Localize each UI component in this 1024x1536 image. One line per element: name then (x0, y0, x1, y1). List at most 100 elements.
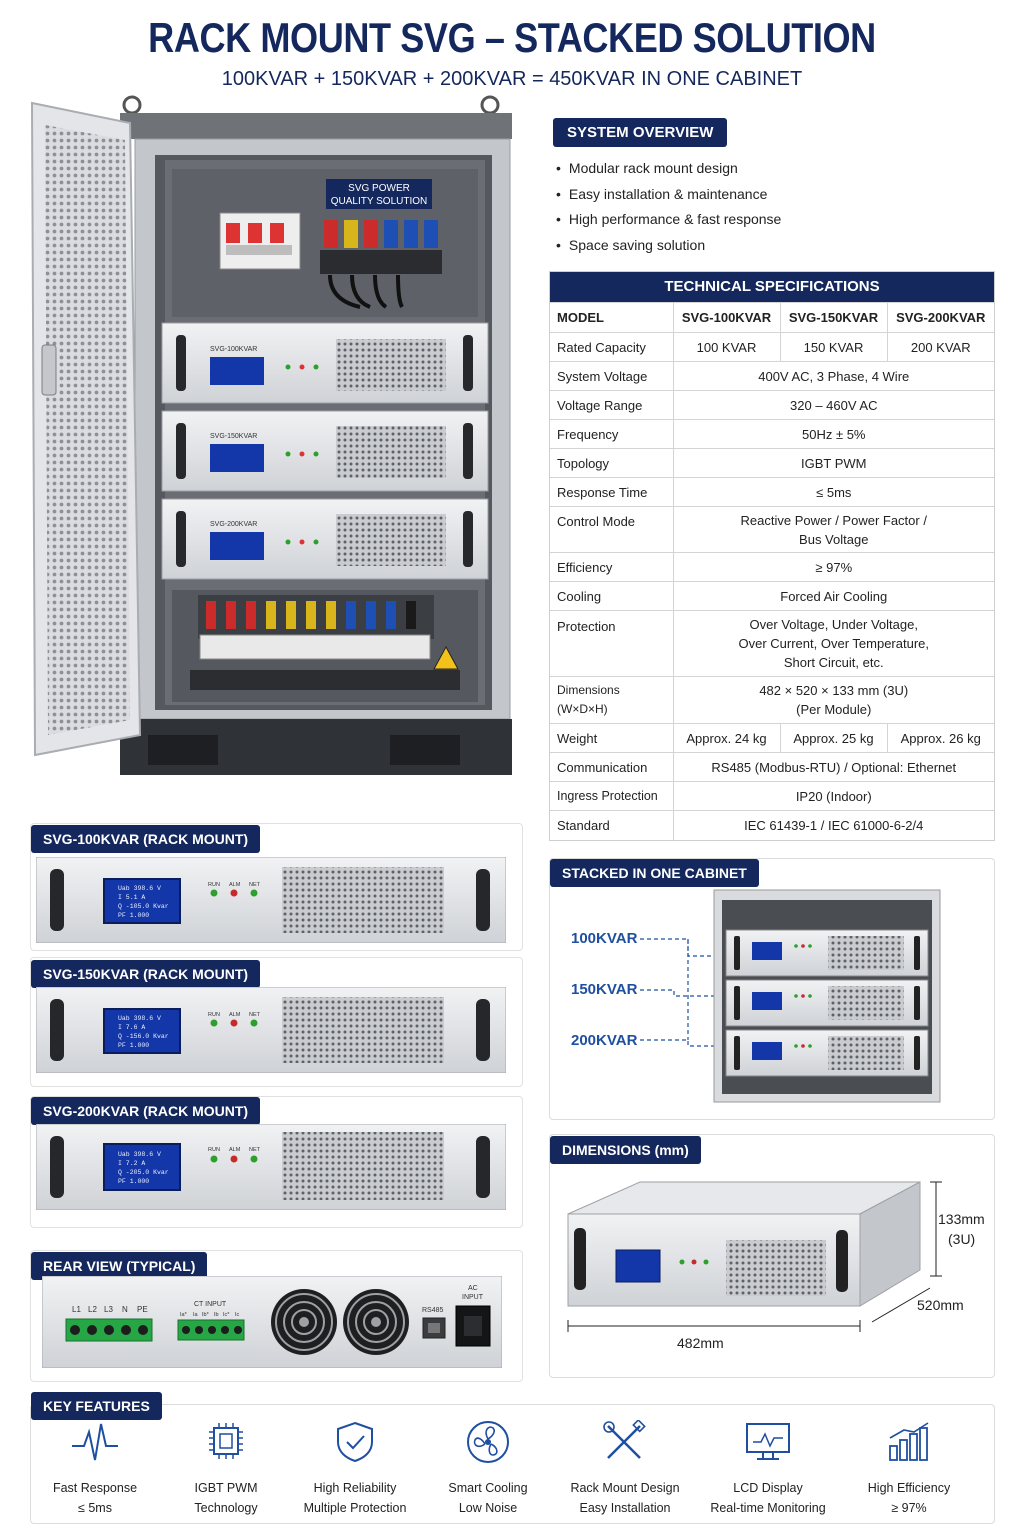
lcd-display (103, 1008, 181, 1054)
module-150-tag: SVG-150KVAR (RACK MOUNT) (31, 960, 261, 988)
terminal-label: PE (137, 1305, 148, 1314)
spec-value: IGBT PWM (672, 448, 994, 478)
lcd-line: I 7.6 A (118, 1024, 145, 1031)
tools-icon (603, 1420, 646, 1459)
svg-text:SVG-200KVAR: SVG-200KVAR (210, 521, 257, 528)
spec-value-line: 482 × 520 × 133 mm (3U) (759, 683, 909, 698)
spec-value: 482 × 520 × 133 mm (3U) (Per Module) (672, 676, 994, 724)
stacked-module (725, 929, 929, 977)
spec-header-cell: SVG-200KVAR (886, 302, 994, 333)
spec-value-line: Bus Voltage (799, 531, 869, 547)
net-led (250, 1019, 258, 1027)
lcd-line: Uab 398.6 V (118, 885, 161, 892)
feature-title: Fast Response (52, 1481, 138, 1495)
overview-item: High performance & fast response (556, 207, 781, 233)
led-label: ALM (229, 882, 241, 888)
led-label: ALM (229, 1012, 241, 1018)
height-dimension: 133mm (938, 1211, 985, 1227)
spec-label: Response Time (550, 477, 673, 507)
terminal-label: L2 (88, 1305, 97, 1314)
dimension-drawing (567, 1181, 942, 1332)
spec-header-cell: SVG-100KVAR (672, 302, 780, 333)
vent-grille (282, 867, 444, 933)
stacked-module (725, 979, 929, 1027)
spec-value: Forced Air Cooling (672, 581, 994, 611)
led-label: NET (249, 1147, 261, 1153)
vent-grille (282, 1132, 444, 1200)
led-label: NET (249, 1012, 261, 1018)
module-panel-150 (30, 957, 523, 1087)
stacked-module (725, 1029, 929, 1077)
svg-text:Ic: Ic (235, 1312, 240, 1318)
width-dimension: 482mm (677, 1335, 724, 1351)
feature-rack-design: Rack Mount Design Easy Installation (555, 1420, 695, 1518)
spec-label: Efficiency (550, 552, 673, 582)
feature-title: Rack Mount Design (570, 1481, 680, 1495)
handle (50, 869, 64, 931)
spec-value: Reactive Power / Power Factor / Bus Volt… (672, 506, 994, 553)
brand-badge-line1: SVG POWER (348, 183, 410, 194)
svg-text:Ic*: Ic* (223, 1312, 230, 1318)
spec-value-line: Reactive Power / Power Factor / (740, 512, 927, 528)
page-title: RACK MOUNT SVG – STACKED SOLUTION (148, 14, 876, 61)
feature-subtitle: Easy Installation (579, 1501, 671, 1515)
spec-value: 100 KVAR (672, 332, 780, 362)
overview-item: Easy installation & maintenance (556, 182, 781, 208)
stack-label-200: 200KVAR (571, 1032, 638, 1049)
rear-view-panel (30, 1250, 523, 1382)
rs485-label: RS485 (422, 1307, 444, 1314)
cabinet-module-3: SVG-200KVAR (161, 498, 489, 580)
module-panel-200 (30, 1096, 523, 1228)
feature-cooling: Smart Cooling Low Noise (418, 1420, 558, 1518)
svg-text:SVG-100KVAR: SVG-100KVAR (210, 346, 257, 353)
spec-label: Protection (550, 610, 673, 677)
terminal-section (172, 590, 478, 702)
stacked-cabinet-diagram (640, 889, 941, 1103)
terminal-label: L3 (104, 1305, 113, 1314)
spec-value: Over Voltage, Under Voltage, Over Curren… (672, 610, 994, 677)
chip-icon (209, 1423, 243, 1459)
spec-label: System Voltage (550, 361, 673, 391)
brand-badge-line2: QUALITY SOLUTION (331, 196, 428, 207)
handle (50, 1136, 64, 1198)
terminal-label: L1 (72, 1305, 81, 1314)
feature-fast-response: Fast Response ≤ 5ms (25, 1420, 165, 1518)
shield-check-icon (337, 1421, 373, 1463)
spec-value: Approx. 24 kg (672, 723, 780, 753)
key-features-panel (30, 1404, 995, 1524)
led-label: RUN (208, 882, 220, 888)
svg-text:Ia: Ia (193, 1312, 199, 1318)
vent-grille (282, 997, 444, 1063)
lcd-line: I 7.2 A (118, 1160, 145, 1167)
lcd-line: PF 1.000 (118, 1042, 149, 1049)
stack-label-100: 100KVAR (571, 930, 638, 947)
spec-label: Frequency (550, 419, 673, 449)
svg-text:Ib: Ib (214, 1312, 219, 1318)
feature-lcd: LCD Display Real-time Monitoring (698, 1420, 838, 1518)
technical-specifications-table: TECHNICAL SPECIFICATIONS MODEL SVG-100KV… (549, 271, 995, 841)
spec-value: Approx. 25 kg (779, 723, 887, 753)
overview-item: Modular rack mount design (556, 156, 781, 182)
circuit-breakers (219, 212, 301, 270)
lcd-line: I 5.1 A (118, 894, 145, 901)
lcd-display (103, 1143, 181, 1191)
spec-label: Rated Capacity (550, 332, 673, 362)
led-label: RUN (208, 1147, 220, 1153)
terminal-label: N (122, 1305, 128, 1314)
power-terminal-block (65, 1318, 153, 1342)
spec-value: IEC 61439-1 / IEC 61000-6-2/4 (672, 810, 994, 840)
alarm-led (230, 1155, 238, 1163)
lcd-line: Uab 398.6 V (118, 1015, 161, 1022)
spec-label: Cooling (550, 581, 673, 611)
led-label: ALM (229, 1147, 241, 1153)
spec-value-line: Over Voltage, Under Voltage, (749, 617, 918, 632)
net-led (250, 889, 258, 897)
cabinet-module-2: SVG-150KVAR (161, 410, 489, 492)
spec-value: IP20 (Indoor) (672, 781, 994, 811)
run-led (210, 889, 218, 897)
feature-subtitle: ≥ 97% (891, 1501, 927, 1515)
height-dimension-units: (3U) (948, 1231, 976, 1247)
feature-reliability: High Reliability Multiple Protection (285, 1420, 425, 1518)
feature-subtitle: Real-time Monitoring (710, 1501, 826, 1515)
spec-label: Dimensions (W×D×H) (550, 676, 673, 724)
